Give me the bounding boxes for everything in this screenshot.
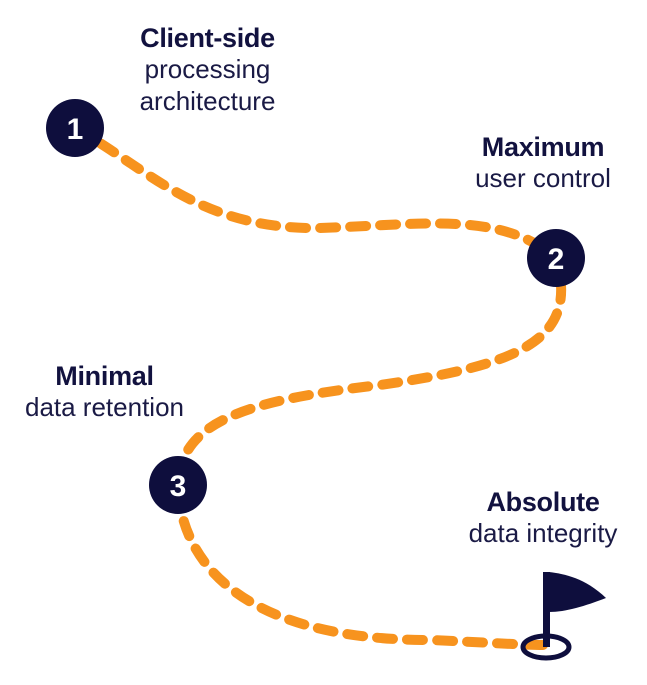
milestone-subtitle: architecture bbox=[139, 85, 276, 116]
numbered-circle-icon bbox=[46, 99, 104, 157]
flag-icon bbox=[520, 572, 606, 661]
milestone-subtitle: data retention bbox=[24, 392, 184, 423]
milestone-title: Absolute bbox=[486, 487, 600, 517]
milestone-subtitle: processing bbox=[144, 54, 271, 85]
dashed-path bbox=[70, 123, 567, 650]
numbered-circle-icon bbox=[527, 229, 585, 287]
milestone-number: 1 bbox=[67, 113, 84, 146]
milestone-label-4: Absolute data integrity bbox=[443, 486, 643, 550]
milestone-node-2: 2 bbox=[527, 229, 585, 287]
milestone-label-1: Client-side processing architecture bbox=[105, 22, 310, 117]
milestone-label-2: Maximum user control bbox=[448, 131, 638, 195]
milestone-node-3: 3 bbox=[149, 456, 207, 514]
milestone-number: 3 bbox=[170, 470, 187, 503]
milestone-subtitle: data integrity bbox=[468, 518, 618, 549]
milestone-title: Client-side bbox=[140, 23, 275, 53]
milestone-number: 2 bbox=[548, 243, 565, 276]
milestone-title: Minimal bbox=[55, 361, 154, 391]
milestone-node-1: 1 bbox=[46, 99, 104, 157]
milestone-subtitle: user control bbox=[475, 163, 611, 194]
numbered-circle-icon bbox=[149, 456, 207, 514]
milestone-title: Maximum bbox=[481, 132, 605, 162]
milestone-label-3: Minimal data retention bbox=[2, 360, 207, 424]
